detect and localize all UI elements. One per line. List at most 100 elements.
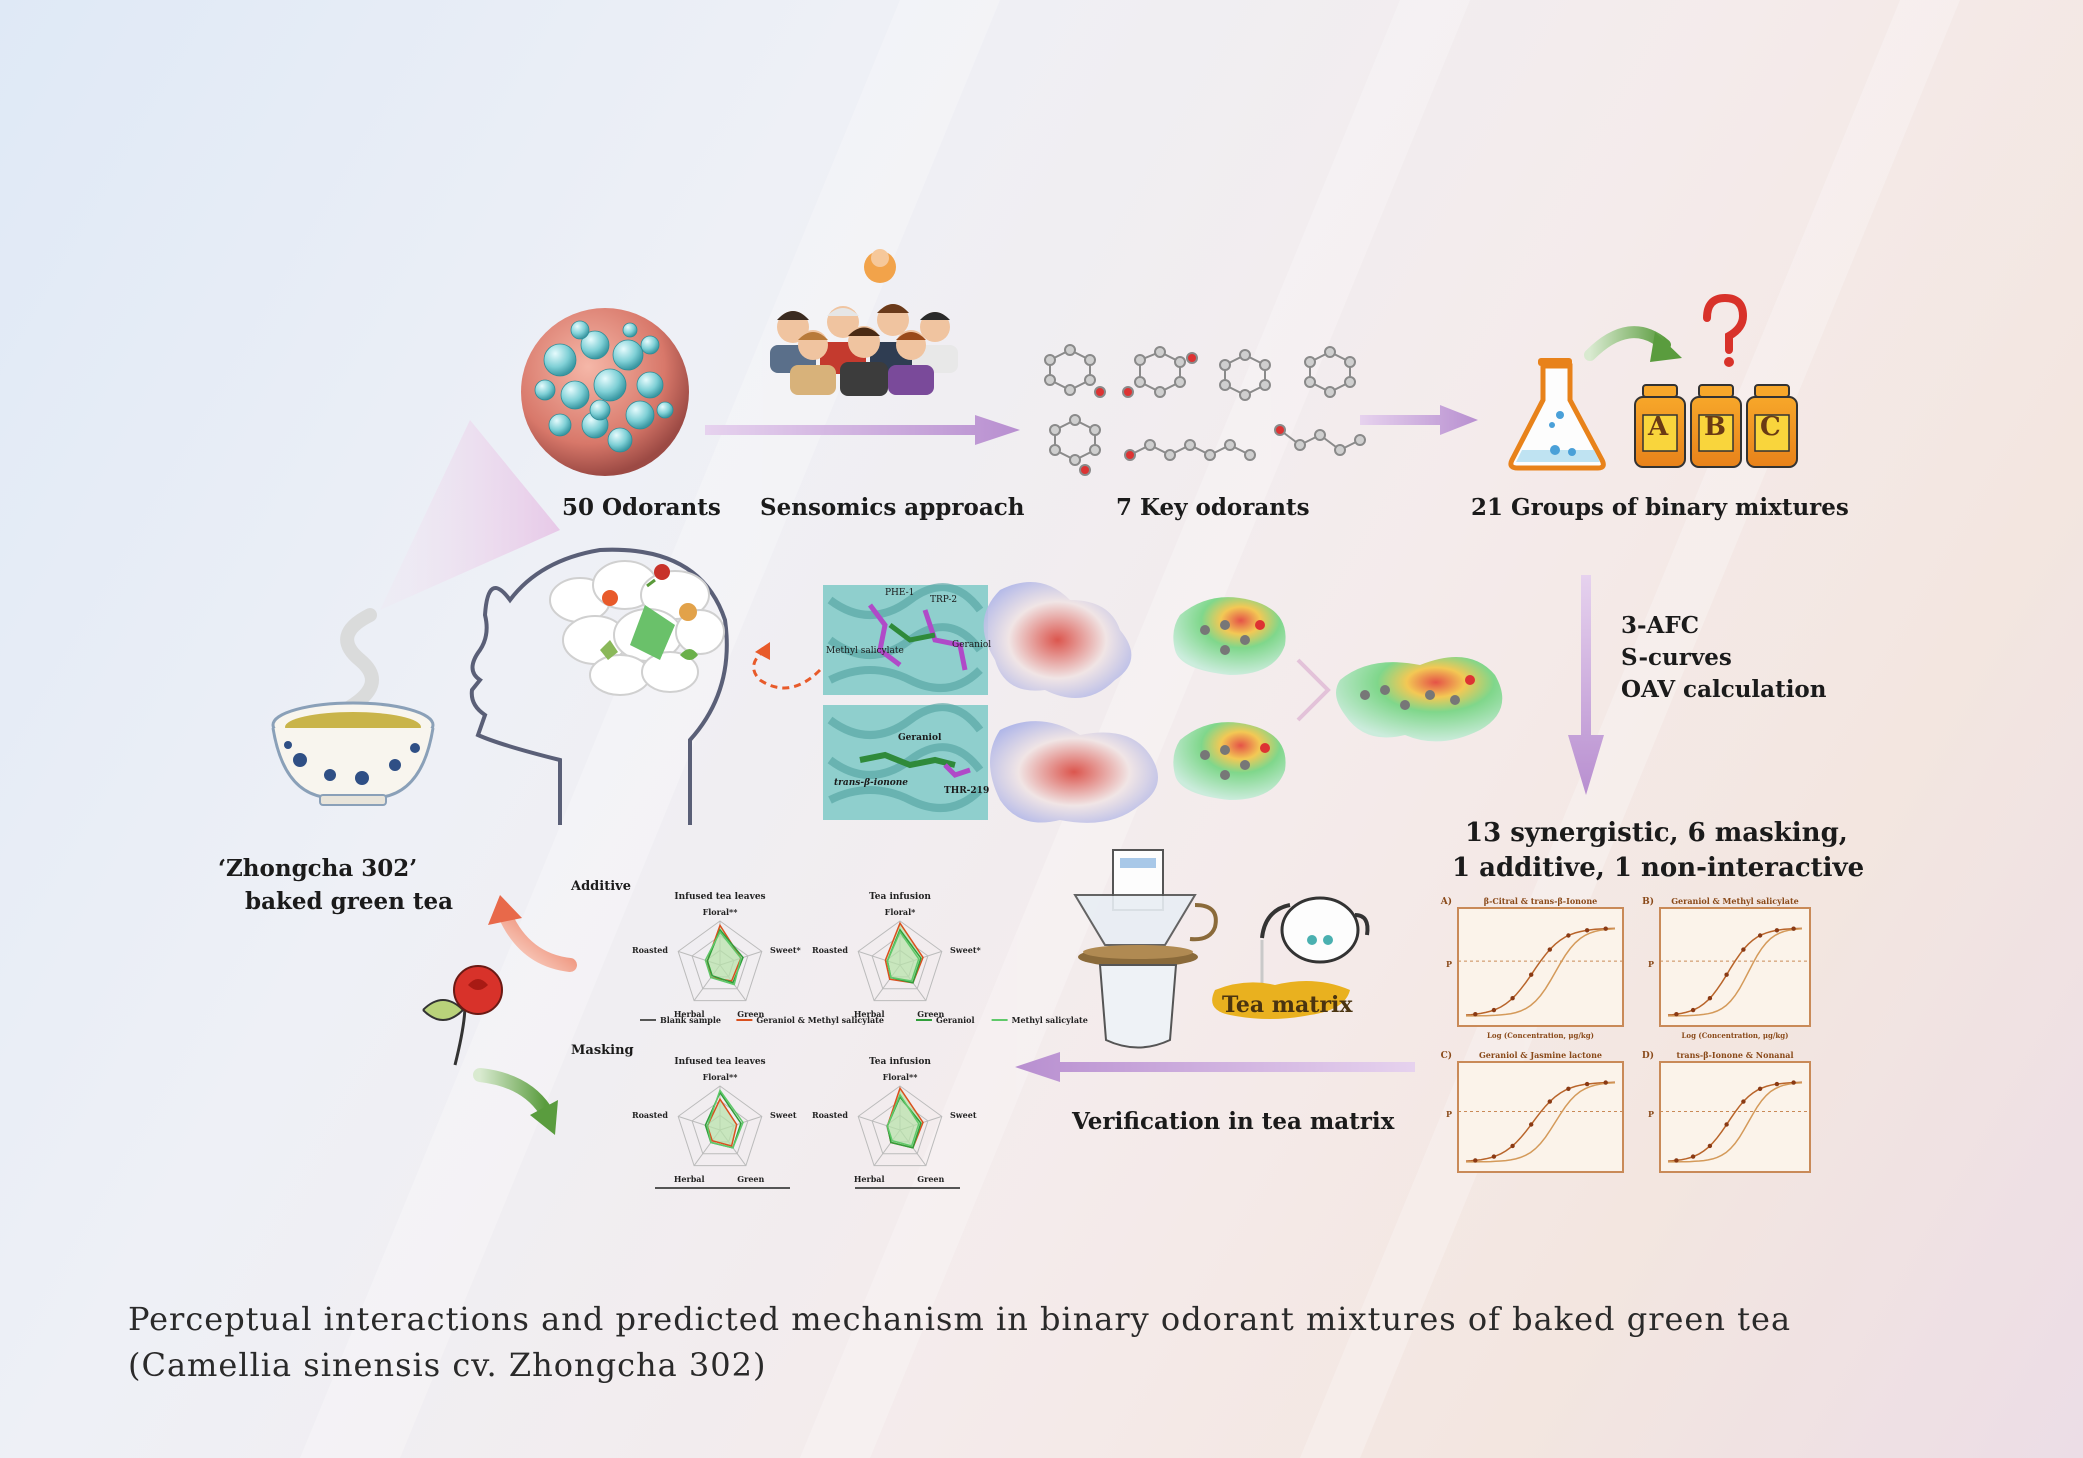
s-curve-frame (1659, 1061, 1811, 1173)
s-curve-point (1603, 926, 1608, 931)
legend-label: Geraniol & Methyl salicylate (756, 1015, 884, 1025)
s-curve-point (1491, 1154, 1497, 1159)
radar-axis-roasted: Roasted (812, 1110, 848, 1120)
radar-axis-herbal: Herbal (674, 1009, 705, 1019)
s-curve-letter: C) (1441, 1050, 1452, 1061)
caption-line-2: (Camellia sinensis cv. Zhongcha 302) (128, 1346, 767, 1384)
protein-surface-top (983, 582, 1132, 698)
s-curve-point (1707, 996, 1713, 1001)
arrow-to-mixtures (1360, 405, 1478, 435)
s-curve-point (1774, 1081, 1780, 1087)
protein-surface-bottom (990, 721, 1158, 823)
s-curve-point (1529, 972, 1534, 977)
dock-label-geraniol-top: Geraniol (952, 640, 992, 650)
s-curve-point (1603, 1080, 1608, 1085)
radar-grid (691, 1100, 749, 1155)
radar-axis-floral: Floral** (703, 907, 739, 917)
s-curve-point (1741, 1099, 1746, 1104)
s-curve-point (1724, 972, 1729, 977)
steam-icon (338, 608, 379, 717)
method-s-curves: S-curves (1621, 644, 1732, 671)
radar-series (886, 930, 920, 982)
radar-charts: Infused tea leavesFloral**Sweet*GreenHer… (632, 892, 982, 1184)
radar-grid (677, 920, 763, 1002)
s-curve-point (1757, 933, 1763, 938)
question-mark-icon (1703, 293, 1748, 367)
docking-panel-top (823, 583, 988, 695)
green-arrow-down (473, 1068, 558, 1135)
radar-axis-green: Green (737, 1174, 764, 1184)
radar-axis-sweet: Sweet* (770, 945, 802, 955)
radar-panel: Tea infusionFloral**SweetGreenHerbalRoas… (812, 1057, 977, 1184)
esp-molecule-bottom (1173, 722, 1286, 800)
radar-grid (857, 1085, 943, 1167)
radar-axis-green: Green (917, 1174, 944, 1184)
tea-name-line-2: baked green tea (245, 888, 453, 915)
radar-axis-roasted: Roasted (632, 1110, 668, 1120)
s-curve-point (1491, 1007, 1497, 1013)
method-oav: OAV calculation (1621, 676, 1827, 703)
s-curve-point (1547, 947, 1553, 952)
radar-panel-title: Tea infusion (869, 1057, 931, 1067)
green-curved-arrow-icon (1584, 326, 1682, 362)
dock-label-methyl-salicylate: Methyl salicylate (826, 646, 904, 656)
arrow-sensomics (705, 415, 1020, 445)
s-curve-point (1547, 1099, 1553, 1104)
radar-grid (691, 935, 749, 990)
s-curve-point (1690, 1007, 1696, 1013)
s-curve-point (1774, 928, 1780, 933)
dock-label-ionone: trans-β-ionone (834, 778, 909, 788)
s-curve-xlabel: Log (Concentration, μg/kg) (1487, 1031, 1594, 1040)
docking-panel-bottom (823, 703, 988, 820)
radar-grid (871, 935, 929, 990)
result-line-2: 1 additive, 1 non-interactive (1452, 853, 1865, 883)
s-curve-ylabel: P (1446, 1109, 1452, 1119)
background-stripes (300, 0, 1960, 1458)
s-curve-letter: D) (1642, 1050, 1654, 1061)
radar-axis-green: Green (917, 1009, 944, 1019)
s-curve-frame (1659, 907, 1811, 1027)
radar-axis-floral: Floral* (885, 907, 916, 917)
legend-label: Methyl salicylate (1012, 1015, 1088, 1025)
dock-label-thr: THR-219 (944, 786, 990, 796)
odorant-ball-icon (521, 308, 689, 476)
s-curve-point (1584, 1081, 1590, 1087)
esp-molecule-top (1173, 597, 1286, 675)
bottle-label-c: C (1760, 412, 1781, 442)
label-verification: Verification in tea matrix (1072, 1108, 1395, 1135)
radar-axis-green: Green (737, 1009, 764, 1019)
radar-panel-title: Infused tea leaves (674, 892, 765, 902)
bottle-icon-c (1746, 384, 1798, 468)
arrow-down (1568, 575, 1604, 795)
radar-panel-title: Tea infusion (869, 892, 931, 902)
esp-molecule-combined (1336, 657, 1503, 742)
label-binary-groups: 21 Groups of binary mixtures (1471, 494, 1849, 521)
method-3afc: 3-AFC (1621, 612, 1700, 639)
radar-series (706, 928, 744, 984)
s-curve-letter: A) (1440, 896, 1452, 907)
s-curve-line (1667, 1081, 1803, 1162)
radar-grid (857, 920, 943, 1002)
radar-axis-herbal: Herbal (854, 1174, 885, 1184)
s-curve-line (1466, 927, 1616, 1017)
s-curve-point (1674, 1158, 1679, 1163)
s-curve-point (1473, 1158, 1478, 1163)
radar-row-masking: Masking (571, 1043, 634, 1058)
dashed-arrow-icon (752, 642, 822, 690)
s-curve-line (1465, 927, 1616, 1016)
s-curve-line (1668, 1081, 1803, 1163)
red-arrow-up (488, 895, 577, 972)
rose-icon (422, 965, 503, 1066)
figure-caption: Perceptual interactions and predicted me… (128, 1296, 1791, 1388)
radar-axis-sweet: Sweet* (950, 945, 982, 955)
perception-cone (380, 420, 560, 610)
radar-axis-floral: Floral** (883, 1072, 919, 1082)
legend-label: Geraniol (936, 1015, 975, 1025)
s-curve-point (1510, 1143, 1515, 1149)
label-key-odorants: 7 Key odorants (1116, 494, 1310, 521)
